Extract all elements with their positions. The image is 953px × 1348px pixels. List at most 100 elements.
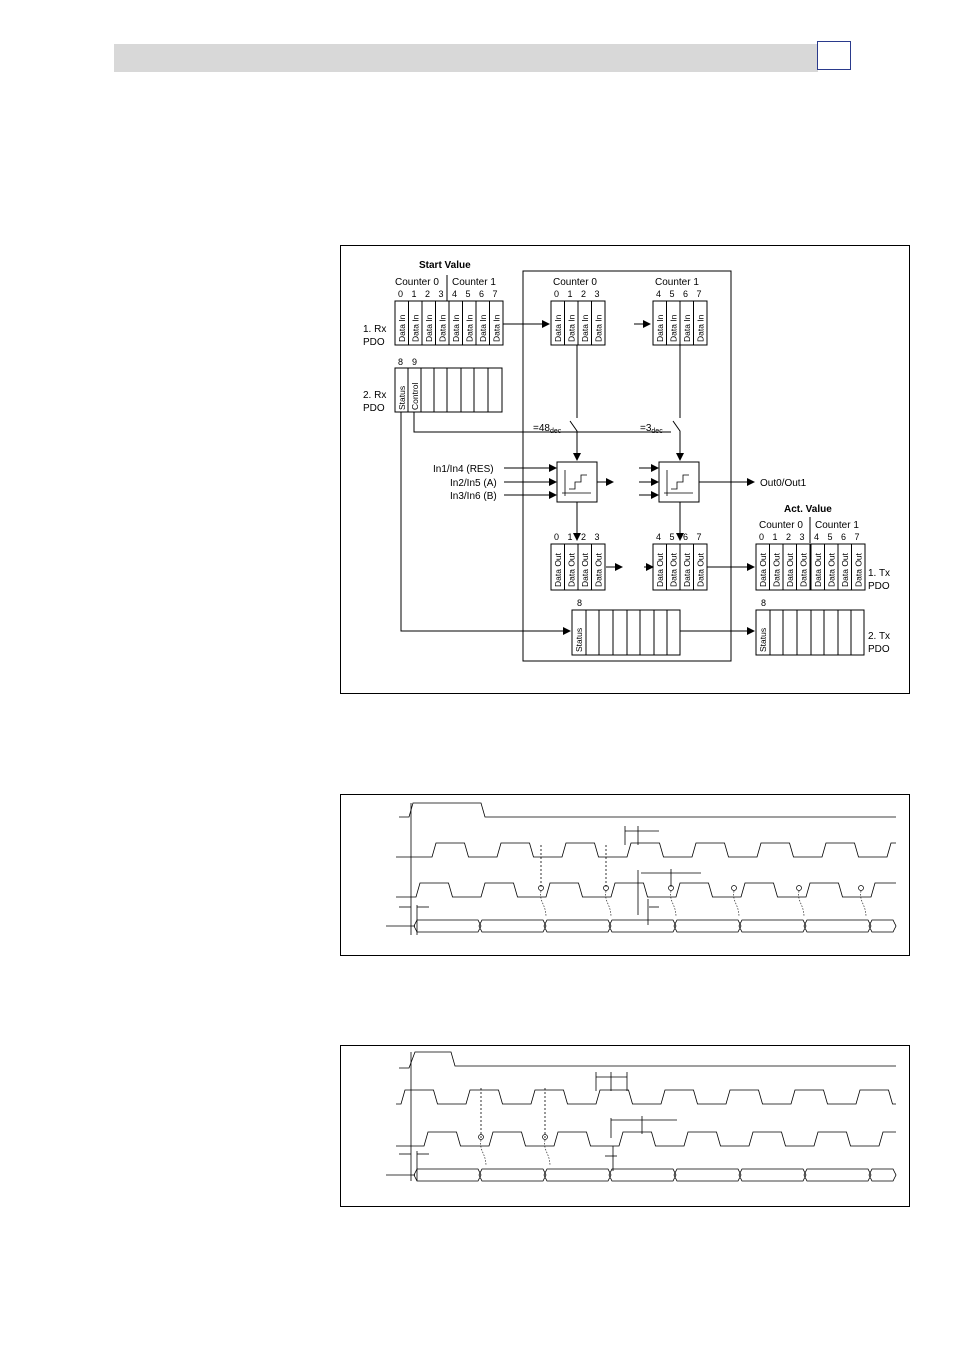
rx1-counter1-data-in-cell-7: Data In <box>492 314 502 342</box>
tx1-label-line2: PDO <box>868 581 890 592</box>
tx1-counter1-data-out-channel-4: 4 <box>814 532 819 542</box>
tx1-counter0-data-out-channel-3: 3 <box>800 532 805 542</box>
inner-counter1-data-in-channel-4: 4 <box>656 289 661 299</box>
input-b-label: In3/In6 (B) <box>450 491 497 502</box>
inner-counter1-data-in-channel-6: 6 <box>683 289 688 299</box>
rx1-counter0-data-in-cell-3: Data In <box>438 314 448 342</box>
edge-marker <box>796 885 802 891</box>
input-a-label: In2/In5 (A) <box>450 478 497 489</box>
inner-counter1-data-in-cell-6: Data In <box>682 314 692 342</box>
tx1-counter1-data-out-channel-5: 5 <box>828 532 833 542</box>
tx2-block: Status <box>755 609 865 656</box>
data-bus-waveform <box>386 1168 897 1182</box>
counter1-label-inner: Counter 1 <box>655 277 699 288</box>
timing-diagram-1 <box>340 794 910 956</box>
edge-to-bus-link <box>540 890 547 918</box>
rx2-byte8: 8 <box>398 357 403 367</box>
inner-counter0-data-in-cell-3: Data In <box>594 314 604 342</box>
inner-counter1-data-out-cell-7: Data Out <box>696 552 706 587</box>
rx1-counter1-data-in-cell-5: Data In <box>465 314 475 342</box>
counter1-label-tx: Counter 1 <box>815 520 859 531</box>
tx1-counter1-data-out-cell-5: Data Out <box>827 552 837 587</box>
status-byte8: 8 <box>577 598 582 608</box>
counter1-label-rx: Counter 1 <box>452 277 496 288</box>
tx2-label-line1: 2. Tx <box>868 631 890 642</box>
inner-counter0-data-in-cell-0: Data In <box>553 314 563 342</box>
tx2-status-label: Status <box>758 628 768 652</box>
inner-counter1-data-out-cell-4: Data Out <box>655 552 665 587</box>
inner-counter1-data-in-channel-7: 7 <box>697 289 702 299</box>
inner-counter1-data-out-channel-6: 6 <box>683 532 688 542</box>
start-value-title: Start Value <box>419 260 471 271</box>
edge-marker <box>478 1134 484 1140</box>
status-inner-block: Status <box>571 609 681 656</box>
act-value-title: Act. Value <box>784 504 832 515</box>
rx1-counter1-data-in-cell-4: Data In <box>451 314 461 342</box>
tx1-counter1-data-out-channel-6: 6 <box>841 532 846 542</box>
edge-to-bus-link <box>798 890 805 918</box>
inner-counter0-data-out-channel-2: 2 <box>581 532 586 542</box>
inner-counter0-data-out-cell-1: Data Out <box>567 552 577 587</box>
inner-counter0-data-in-channel-2: 2 <box>581 289 586 299</box>
tx1-counter1-data-out-cell-7: Data Out <box>854 552 864 587</box>
rx2-label-line2: PDO <box>363 403 385 414</box>
timing-diagram-1-svg <box>386 802 897 935</box>
tx2-byte8: 8 <box>761 598 766 608</box>
edge-marker <box>731 885 737 891</box>
rx1-counter0-data-in-cell-1: Data In <box>411 314 421 342</box>
counter0-function-block <box>556 461 598 503</box>
counter1-function-block <box>658 461 700 503</box>
edge-to-bus-link <box>670 890 677 918</box>
inner-counter0-data-out-cell-0: Data Out <box>553 552 563 587</box>
rx1-label-line1: 1. Rx <box>363 324 386 335</box>
inner-counter1-data-out-channel-4: 4 <box>656 532 661 542</box>
rx1-counter0-data-in-channel-2: 2 <box>425 289 430 299</box>
edge-to-bus-link <box>544 1139 551 1167</box>
output-label: Out0/Out1 <box>760 478 807 489</box>
rx2-control-label: Control <box>410 382 420 410</box>
block-diagram: Start Value Act. Value Counter 0 Counter… <box>363 260 890 662</box>
edge-to-bus-link <box>860 890 867 918</box>
inner-counter1-data-in-cell-4: Data In <box>655 314 665 342</box>
inner-counter1-data-out-channel-7: 7 <box>697 532 702 542</box>
module-box <box>522 270 732 662</box>
counter0-label-rx: Counter 0 <box>395 277 439 288</box>
edge-marker <box>858 885 864 891</box>
inner-counter1-data-in-cell-7: Data In <box>696 314 706 342</box>
tx1-counter0-data-out-cell-2: Data Out <box>785 552 795 587</box>
data-bus-waveform <box>386 919 897 933</box>
inner-counter0-data-in-channel-3: 3 <box>595 289 600 299</box>
input-res-label: In1/In4 (RES) <box>433 464 494 475</box>
header-bar <box>114 44 818 72</box>
rx2-block: Status Control <box>394 367 503 413</box>
rx1-counter1-data-in-channel-7: 7 <box>493 289 498 299</box>
inner-counter0-data-in-cell-2: Data In <box>580 314 590 342</box>
inner-counter0-data-out-cell-3: Data Out <box>594 552 604 587</box>
edge-marker <box>668 885 674 891</box>
tx1-label-line1: 1. Tx <box>868 568 890 579</box>
tx1-counter1-data-out-cell-6: Data Out <box>840 552 850 587</box>
timing-diagram-2 <box>340 1045 910 1207</box>
rx1-counter1-data-in-cell-6: Data In <box>478 314 488 342</box>
inner-counter1-data-out-cell-5: Data Out <box>669 552 679 587</box>
tx1-counter1-data-out-cell-4: Data Out <box>813 552 823 587</box>
rx2-label-line1: 2. Rx <box>363 390 386 401</box>
rx1-counter0-data-in-cell-2: Data In <box>424 314 434 342</box>
inner-counter0-data-in-channel-0: 0 <box>554 289 559 299</box>
edge-to-bus-link <box>480 1139 487 1167</box>
inner-counter0-data-out-channel-0: 0 <box>554 532 559 542</box>
rx1-label-line2: PDO <box>363 337 385 348</box>
compare1-label: =3dec <box>640 423 663 435</box>
rx2-status-label: Status <box>397 386 407 410</box>
rx1-counter0-data-in-channel-0: 0 <box>398 289 403 299</box>
counter0-label-inner: Counter 0 <box>553 277 597 288</box>
edge-to-bus-link <box>733 890 740 918</box>
inner-counter0-data-in-channel-1: 1 <box>568 289 573 299</box>
counter0-label-tx: Counter 0 <box>759 520 803 531</box>
inner-counter0-data-out-channel-3: 3 <box>595 532 600 542</box>
tx1-counter1-data-out-channel-7: 7 <box>855 532 860 542</box>
rx1-counter0-data-in-channel-3: 3 <box>439 289 444 299</box>
tx1-counter0-data-out-cell-0: Data Out <box>758 552 768 587</box>
inner-counter0-data-out-channel-1: 1 <box>568 532 573 542</box>
